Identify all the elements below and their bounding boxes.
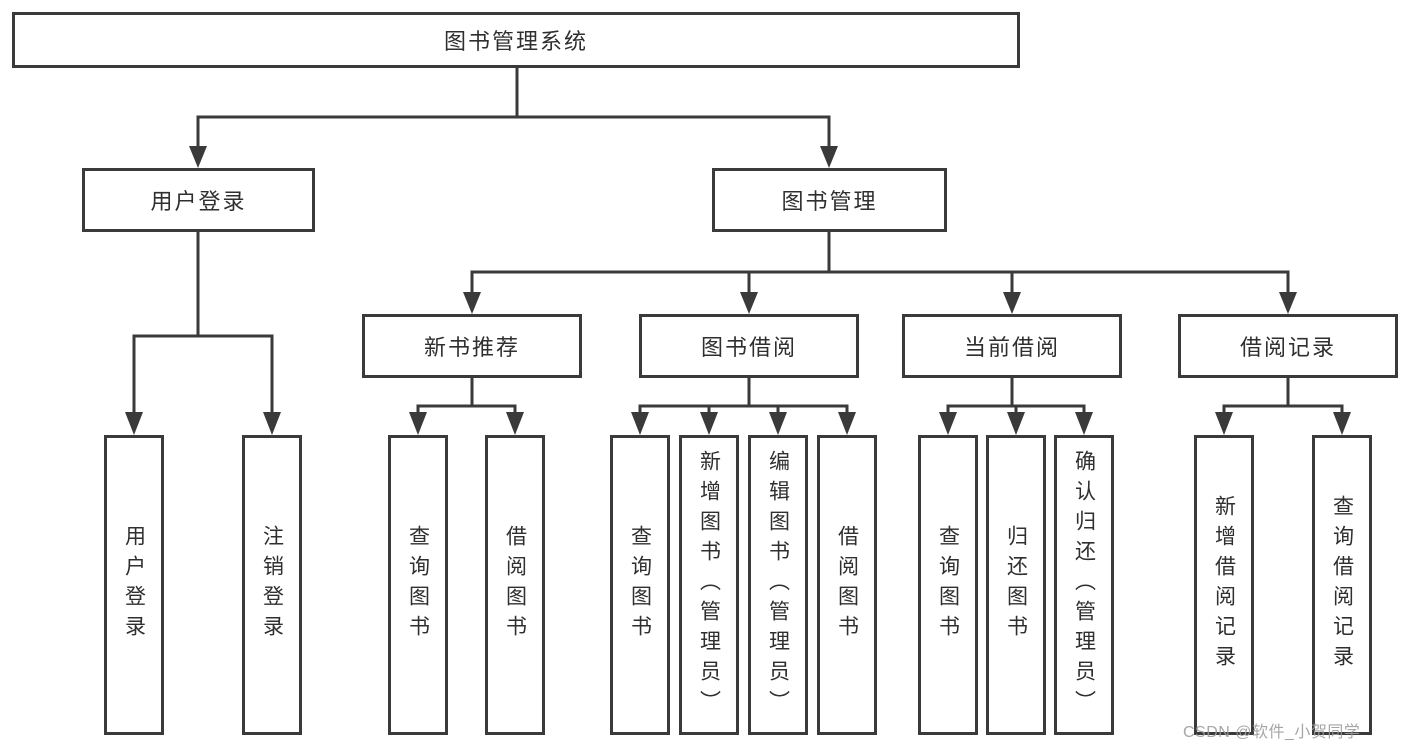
- node-borrow-records: 借阅记录: [1178, 314, 1398, 378]
- leaf-query-borrow-record: 查询借阅记录: [1312, 435, 1372, 735]
- leaf-return-books: 归还图书: [986, 435, 1046, 735]
- connector-book-borrow-to-leaves: [631, 378, 856, 435]
- connector-user-login-to-leaves: [125, 232, 281, 435]
- leaf-logout: 注销登录: [242, 435, 302, 735]
- connector-borrow-records-to-leaves: [1215, 378, 1351, 435]
- leaf-query-books-current: 查询图书: [918, 435, 978, 735]
- leaf-borrow-books: 借阅图书: [817, 435, 877, 735]
- leaf-confirm-return-admin: 确认归还（管理员）: [1054, 435, 1114, 735]
- node-user-login-branch: 用户登录: [82, 168, 315, 232]
- leaf-add-borrow-record: 新增借阅记录: [1194, 435, 1254, 735]
- leaf-borrow-books-recommend: 借阅图书: [485, 435, 545, 735]
- connector-root-to-level2: [189, 68, 838, 168]
- leaf-user-login: 用户登录: [104, 435, 164, 735]
- leaf-edit-books-admin: 编辑图书（管理员）: [748, 435, 808, 735]
- connector-new-book-recommend-to-leaves: [409, 378, 524, 435]
- connector-current-borrow-to-leaves: [939, 378, 1093, 435]
- node-book-management-branch: 图书管理: [712, 168, 947, 232]
- leaf-query-books-recommend: 查询图书: [388, 435, 448, 735]
- leaf-query-books-borrow: 查询图书: [610, 435, 670, 735]
- node-library-management-system: 图书管理系统: [12, 12, 1020, 68]
- node-book-borrow: 图书借阅: [639, 314, 859, 378]
- node-current-borrow: 当前借阅: [902, 314, 1122, 378]
- node-new-book-recommend: 新书推荐: [362, 314, 582, 378]
- csdn-watermark: CSDN @软件_小贺同学: [1183, 724, 1361, 741]
- connector-book-management-to-level3: [463, 232, 1297, 314]
- leaf-add-books-admin: 新增图书（管理员）: [679, 435, 739, 735]
